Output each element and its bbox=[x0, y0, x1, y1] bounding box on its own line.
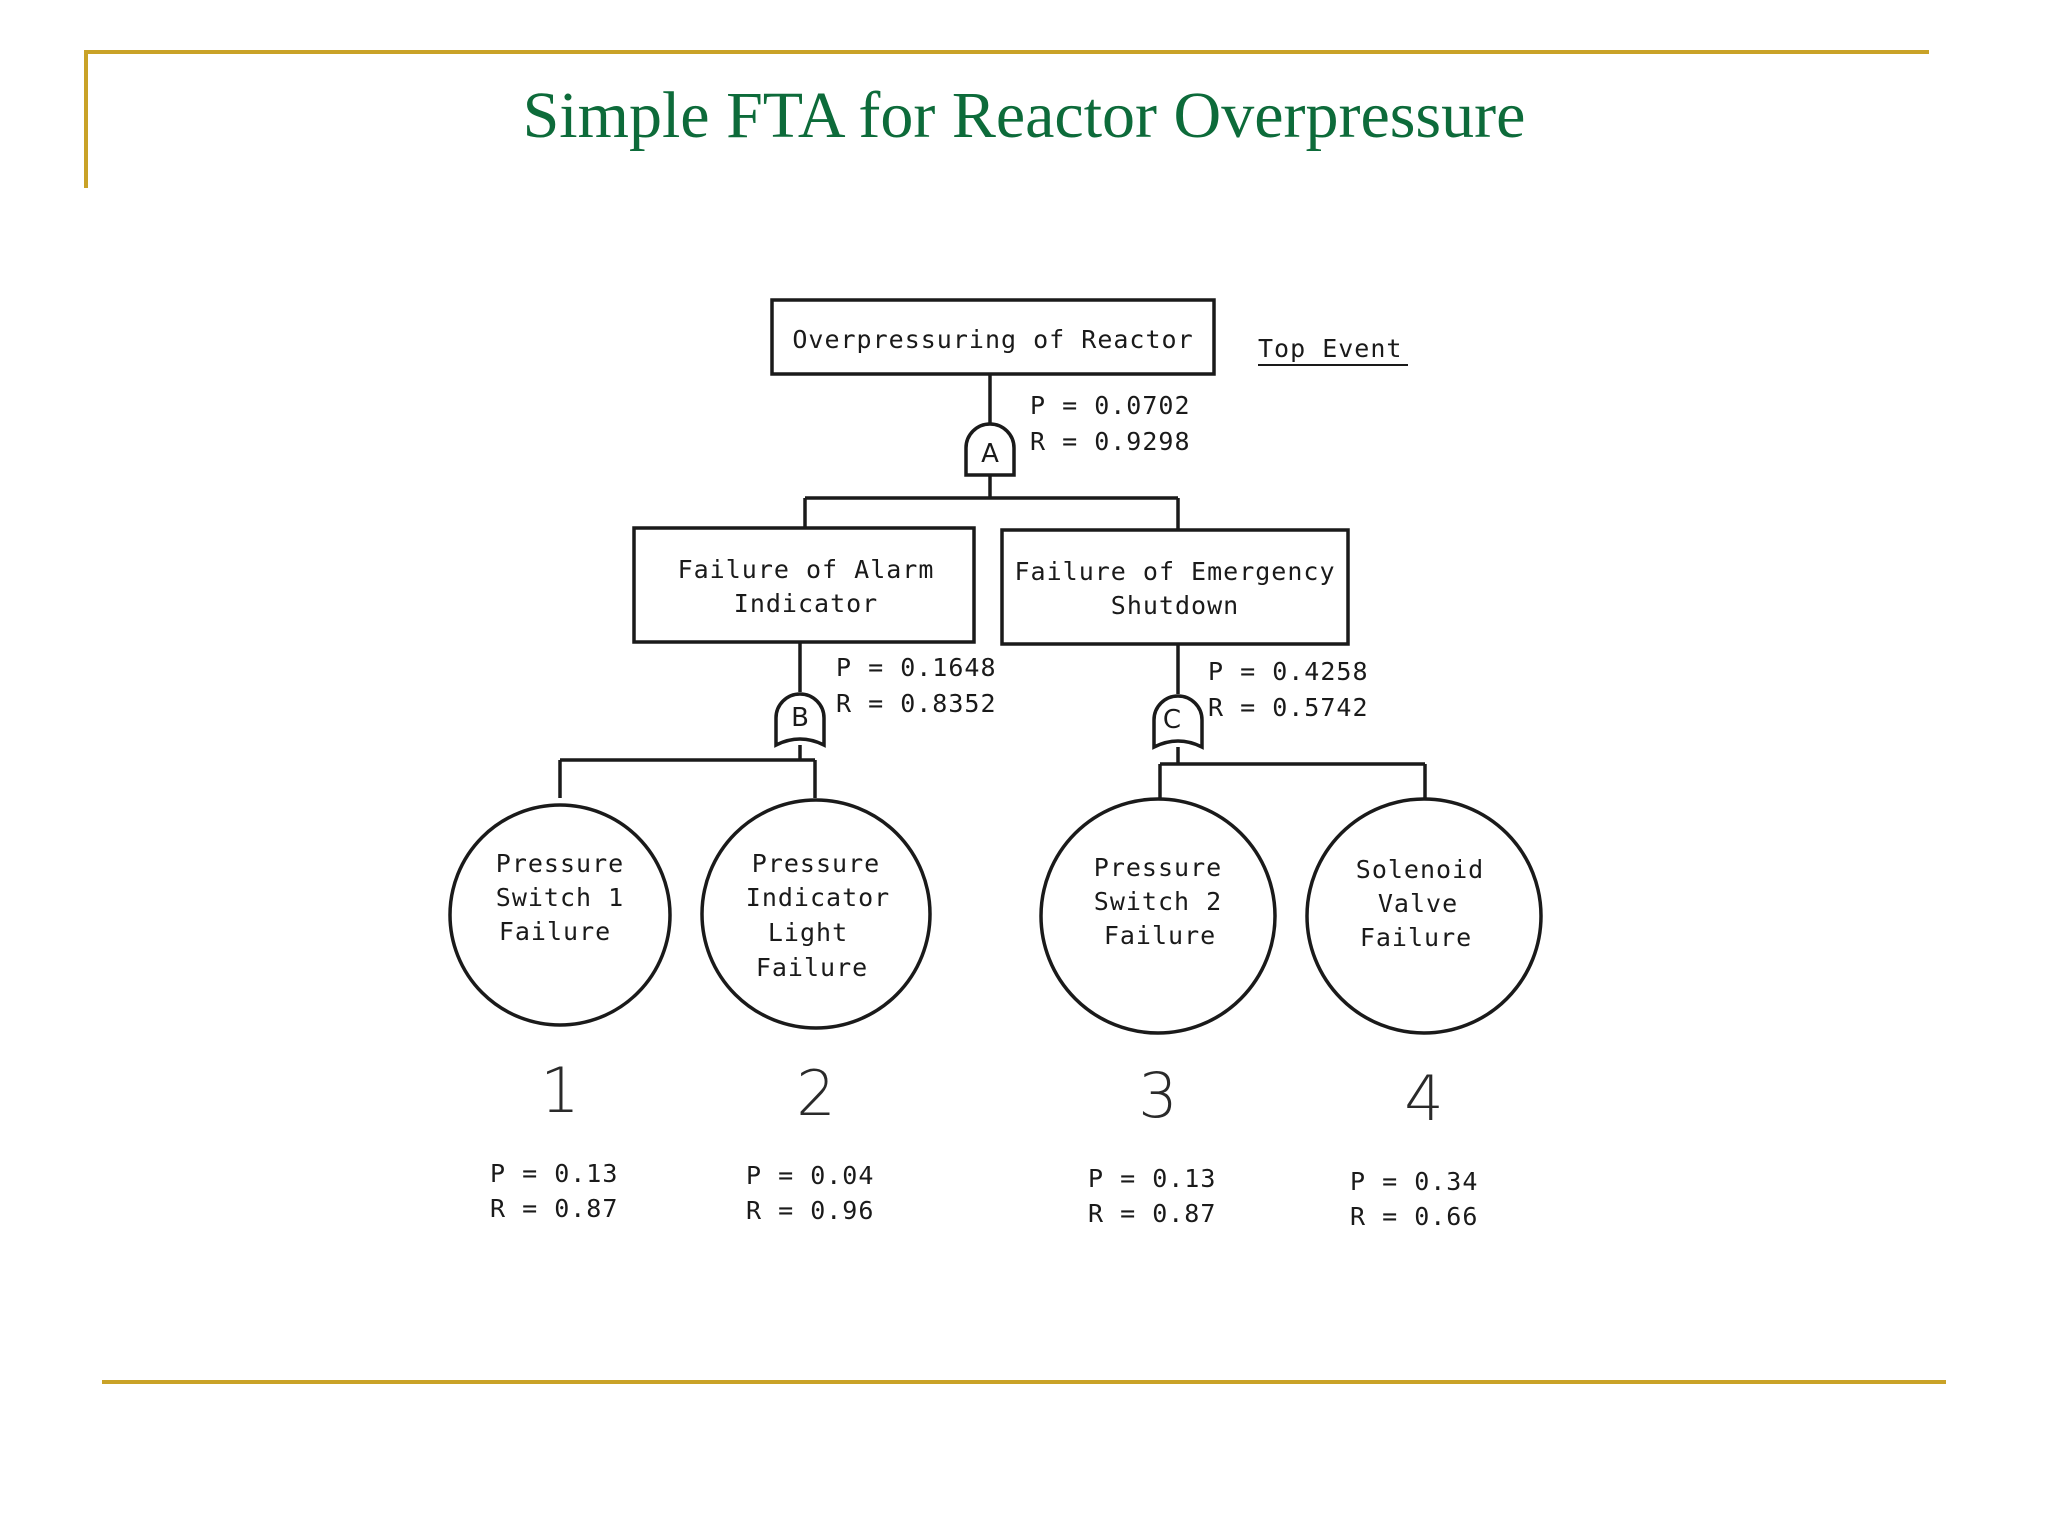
basic-event-4-line1: Solenoid bbox=[1356, 855, 1484, 884]
gate-c-label: C bbox=[1163, 705, 1181, 735]
intermediate-event-shutdown: Failure of Emergency Shutdown bbox=[1000, 528, 1350, 646]
basic-event-1-reliability: R = 0.87 bbox=[490, 1194, 618, 1223]
basic-event-1-circle bbox=[448, 803, 672, 1027]
intermediate-event-alarm-line1: Failure of Alarm bbox=[678, 555, 935, 584]
basic-event-2: Pressure Indicator Light Failure bbox=[700, 798, 932, 1030]
event-b-reliability: R = 0.8352 bbox=[836, 689, 997, 718]
slide-frame-left-rule bbox=[84, 50, 88, 188]
intermediate-event-shutdown-line2: Shutdown bbox=[1111, 591, 1239, 620]
basic-event-3-circle bbox=[1039, 797, 1277, 1035]
basic-event-4-line2: Valve bbox=[1378, 889, 1458, 918]
gate-a-label: A bbox=[981, 439, 999, 469]
basic-event-1-probability: P = 0.13 bbox=[490, 1159, 618, 1188]
slide-frame-bottom-rule bbox=[102, 1380, 1946, 1384]
basic-event-3-line1: Pressure bbox=[1094, 853, 1222, 882]
and-gate-a-shape bbox=[964, 422, 1016, 477]
basic-event-3-reliability: R = 0.87 bbox=[1088, 1199, 1216, 1228]
and-gate-a: A bbox=[964, 422, 1016, 477]
basic-event-1-line2: Switch 1 bbox=[496, 883, 624, 912]
slide-frame-top-rule bbox=[84, 50, 1929, 54]
basic-event-2-reliability: R = 0.96 bbox=[746, 1196, 874, 1225]
basic-event-3-line3: Failure bbox=[1104, 921, 1216, 950]
basic-event-3-number: 3 bbox=[1138, 1059, 1177, 1132]
or-gate-b-shape bbox=[774, 692, 826, 748]
basic-event-3-probability: P = 0.13 bbox=[1088, 1164, 1216, 1193]
top-event-box bbox=[770, 298, 1216, 376]
top-event-probability: P = 0.0702 bbox=[1030, 391, 1191, 420]
basic-event-4-number: 4 bbox=[1404, 1062, 1443, 1135]
fault-tree-connectors bbox=[558, 374, 1427, 800]
basic-event-2-line1: Pressure bbox=[752, 849, 880, 878]
basic-event-2-line4: Failure bbox=[756, 953, 868, 982]
basic-event-2-probability: P = 0.04 bbox=[746, 1161, 874, 1190]
basic-event-3-line2: Switch 2 bbox=[1094, 887, 1222, 916]
intermediate-event-shutdown-box bbox=[1000, 528, 1350, 646]
basic-event-4-probability: P = 0.34 bbox=[1350, 1167, 1478, 1196]
event-b-probability: P = 0.1648 bbox=[836, 653, 997, 682]
intermediate-event-shutdown-line1: Failure of Emergency bbox=[1014, 557, 1335, 586]
intermediate-event-alarm-line2: Indicator bbox=[734, 589, 878, 618]
basic-event-4: Solenoid Valve Failure bbox=[1305, 797, 1543, 1035]
basic-event-2-line3: Light bbox=[768, 918, 848, 947]
basic-event-3: Pressure Switch 2 Failure bbox=[1039, 797, 1277, 1035]
basic-event-4-line3: Failure bbox=[1360, 923, 1472, 952]
top-event: Overpressuring of Reactor bbox=[770, 298, 1216, 376]
slide-title: Simple FTA for Reactor Overpressure bbox=[522, 79, 1526, 152]
basic-event-1-number: 1 bbox=[540, 1054, 579, 1127]
basic-event-4-reliability: R = 0.66 bbox=[1350, 1202, 1478, 1231]
top-event-label: Overpressuring of Reactor bbox=[792, 325, 1193, 354]
basic-event-1: Pressure Switch 1 Failure bbox=[448, 803, 672, 1027]
or-gate-c: C bbox=[1152, 694, 1204, 750]
basic-event-2-line2: Indicator bbox=[746, 883, 890, 912]
basic-event-2-circle bbox=[700, 798, 932, 1030]
basic-event-1-line3: Failure bbox=[499, 917, 611, 946]
intermediate-event-alarm-box bbox=[632, 526, 976, 644]
gate-b-label: B bbox=[791, 703, 809, 733]
or-gate-c-shape bbox=[1152, 694, 1204, 750]
basic-event-4-circle bbox=[1305, 797, 1543, 1035]
top-event-reliability: R = 0.9298 bbox=[1030, 427, 1191, 456]
event-c-reliability: R = 0.5742 bbox=[1208, 693, 1369, 722]
or-gate-b: B bbox=[774, 692, 826, 748]
basic-event-1-line1: Pressure bbox=[496, 849, 624, 878]
event-c-probability: P = 0.4258 bbox=[1208, 657, 1369, 686]
top-event-tag: Top Event bbox=[1258, 334, 1402, 363]
intermediate-event-alarm: Failure of Alarm Indicator bbox=[632, 526, 976, 644]
basic-event-2-number: 2 bbox=[796, 1057, 835, 1130]
